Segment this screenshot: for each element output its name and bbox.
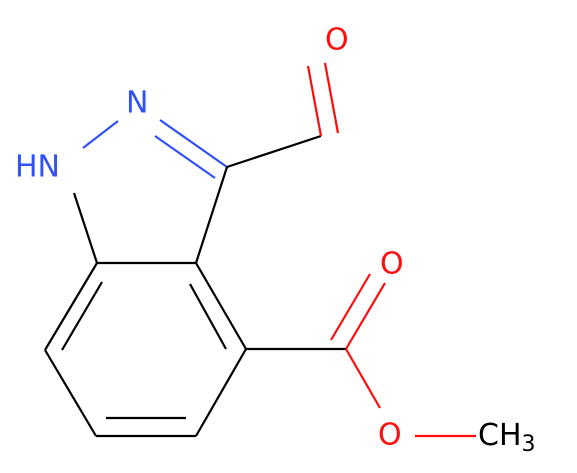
bond-c7-c6 <box>44 349 97 437</box>
atom-n2: N <box>126 86 148 121</box>
bond-inner-c7a-c7 <box>61 281 103 351</box>
atom-ch3-main: CH <box>478 418 522 453</box>
bond-c7a-n1 <box>72 192 99 264</box>
atom-nh: HN <box>15 150 60 185</box>
atom-o-ester: O <box>378 418 402 453</box>
bond-c3-cho <box>226 134 322 169</box>
bond-ester-o <box>345 348 381 409</box>
bond-n1-n2 <box>82 120 119 149</box>
bond-cho-o-a <box>306 65 323 137</box>
bond-cho-o-b <box>323 62 340 134</box>
bond-c7a-c7 <box>44 262 98 351</box>
ester-group <box>246 273 476 438</box>
aldehyde-group <box>226 62 340 169</box>
bond-c4-c3a <box>195 262 247 350</box>
pyrazole-ring <box>72 119 229 264</box>
atom-o-aldehyde: O <box>325 23 349 58</box>
atom-ch3: CH3 <box>478 418 536 457</box>
bond-carbonyl-a <box>345 282 386 350</box>
bond-n2-c3 <box>159 119 228 168</box>
bond-n2-c3-double <box>154 135 216 179</box>
benzene-ring <box>44 261 247 438</box>
bond-c3-c3a <box>194 166 229 264</box>
atom-o-carbonyl: O <box>380 247 404 282</box>
atom-ch3-subscript: 3 <box>522 432 536 457</box>
bond-inner-c4-c3a <box>189 283 227 350</box>
bond-c5-c4 <box>195 348 247 437</box>
bond-carbonyl-b <box>330 273 371 341</box>
